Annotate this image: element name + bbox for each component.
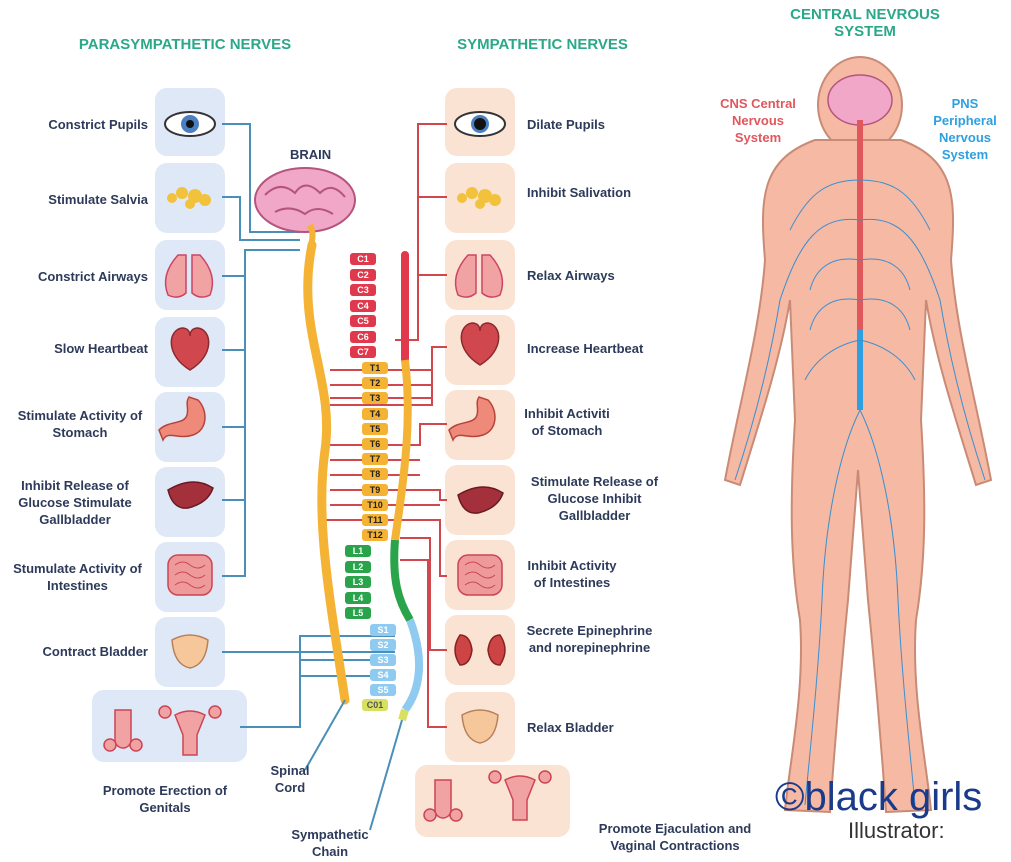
symp-label-intestines: Inhibit Activity of Intestines bbox=[522, 557, 622, 591]
para-label-bladder: Contract Bladder bbox=[0, 643, 148, 660]
vertebra-t8: T8 bbox=[362, 468, 388, 480]
symp-label-liver: Stimulate Release of Glucose Inhibit Gal… bbox=[522, 473, 667, 524]
vertebra-c7: C7 bbox=[350, 346, 376, 358]
vertebra-t6: T6 bbox=[362, 438, 388, 450]
symp-label-pupils: Dilate Pupils bbox=[527, 116, 677, 133]
brain-label: BRAIN bbox=[290, 147, 331, 162]
symp-label-bladder: Relax Bladder bbox=[527, 719, 677, 736]
cns-label: CNS Central Nervous System bbox=[708, 95, 808, 146]
vertebra-c2: C2 bbox=[350, 269, 376, 281]
vertebra-l1: L1 bbox=[345, 545, 371, 557]
para-label-genitals: Promote Erection of Genitals bbox=[95, 782, 235, 816]
vertebra-t9: T9 bbox=[362, 484, 388, 496]
vertebra-c4: C4 bbox=[350, 300, 376, 312]
symp-label-heart: Increase Heartbeat bbox=[527, 340, 677, 357]
vertebra-t7: T7 bbox=[362, 453, 388, 465]
sympathetic-chain-label: Sympathetic Chain bbox=[275, 826, 385, 860]
vertebra-c3: C3 bbox=[350, 284, 376, 296]
vertebra-t11: T11 bbox=[362, 514, 388, 526]
vertebra-c1: C1 bbox=[350, 253, 376, 265]
vertebra-s4: S4 bbox=[370, 669, 396, 681]
vertebra-l5: L5 bbox=[345, 607, 371, 619]
para-label-airways: Constrict Airways bbox=[0, 268, 148, 285]
spinal-cord-label: Spinal Cord bbox=[255, 762, 325, 796]
vertebra-t1: T1 bbox=[362, 362, 388, 374]
vertebra-t3: T3 bbox=[362, 392, 388, 404]
symp-label-airways: Relax Airways bbox=[527, 267, 677, 284]
vertebra-c5: C5 bbox=[350, 315, 376, 327]
para-label-intestines: Stumulate Activity of Intestines bbox=[5, 560, 150, 594]
vertebra-l2: L2 bbox=[345, 561, 371, 573]
para-label-pupils: Constrict Pupils bbox=[0, 116, 148, 133]
vertebra-t2: T2 bbox=[362, 377, 388, 389]
pns-label: PNS Peripheral Nervous System bbox=[920, 95, 1010, 163]
cns-header: CENTRAL NEVROUS SYSTEM bbox=[770, 6, 960, 40]
sympathetic-header: SYMPATHETIC NERVES bbox=[420, 36, 665, 53]
vertebra-c01: C01 bbox=[362, 699, 388, 711]
para-label-saliva: Stimulate Salvia bbox=[0, 191, 148, 208]
para-label-stomach: Stimulate Activity of Stomach bbox=[10, 407, 150, 441]
vertebra-t5: T5 bbox=[362, 423, 388, 435]
vertebra-s3: S3 bbox=[370, 654, 396, 666]
vertebra-c6: C6 bbox=[350, 331, 376, 343]
human-body-illustration bbox=[725, 57, 991, 812]
brain-illustration bbox=[255, 168, 355, 247]
vertebra-s1: S1 bbox=[370, 624, 396, 636]
vertebra-s5: S5 bbox=[370, 684, 396, 696]
vertebra-t4: T4 bbox=[362, 408, 388, 420]
parasympathetic-header: PARASYMPATHETIC NERVES bbox=[45, 36, 325, 53]
copyright-watermark: ©black girls bbox=[775, 775, 982, 820]
symp-label-genitals: Promote Ejaculation and Vaginal Contract… bbox=[575, 820, 775, 854]
vertebra-t10: T10 bbox=[362, 499, 388, 511]
symp-label-kidneys: Secrete Epinephrine and norepinephrine bbox=[522, 622, 657, 656]
para-label-heart: Slow Heartbeat bbox=[0, 340, 148, 357]
symp-label-saliva: Inhibit Salivation bbox=[527, 184, 677, 201]
vertebra-s2: S2 bbox=[370, 639, 396, 651]
vertebra-l3: L3 bbox=[345, 576, 371, 588]
para-label-liver: Inhibit Release of Glucose Stimulate Gal… bbox=[0, 477, 150, 528]
vertebra-t12: T12 bbox=[362, 529, 388, 541]
sympathetic-icons-art bbox=[424, 112, 551, 821]
symp-label-stomach: Inhibit Activiti of Stomach bbox=[522, 405, 612, 439]
vertebra-l4: L4 bbox=[345, 592, 371, 604]
illustrator-credit: Illustrator: bbox=[848, 818, 945, 844]
